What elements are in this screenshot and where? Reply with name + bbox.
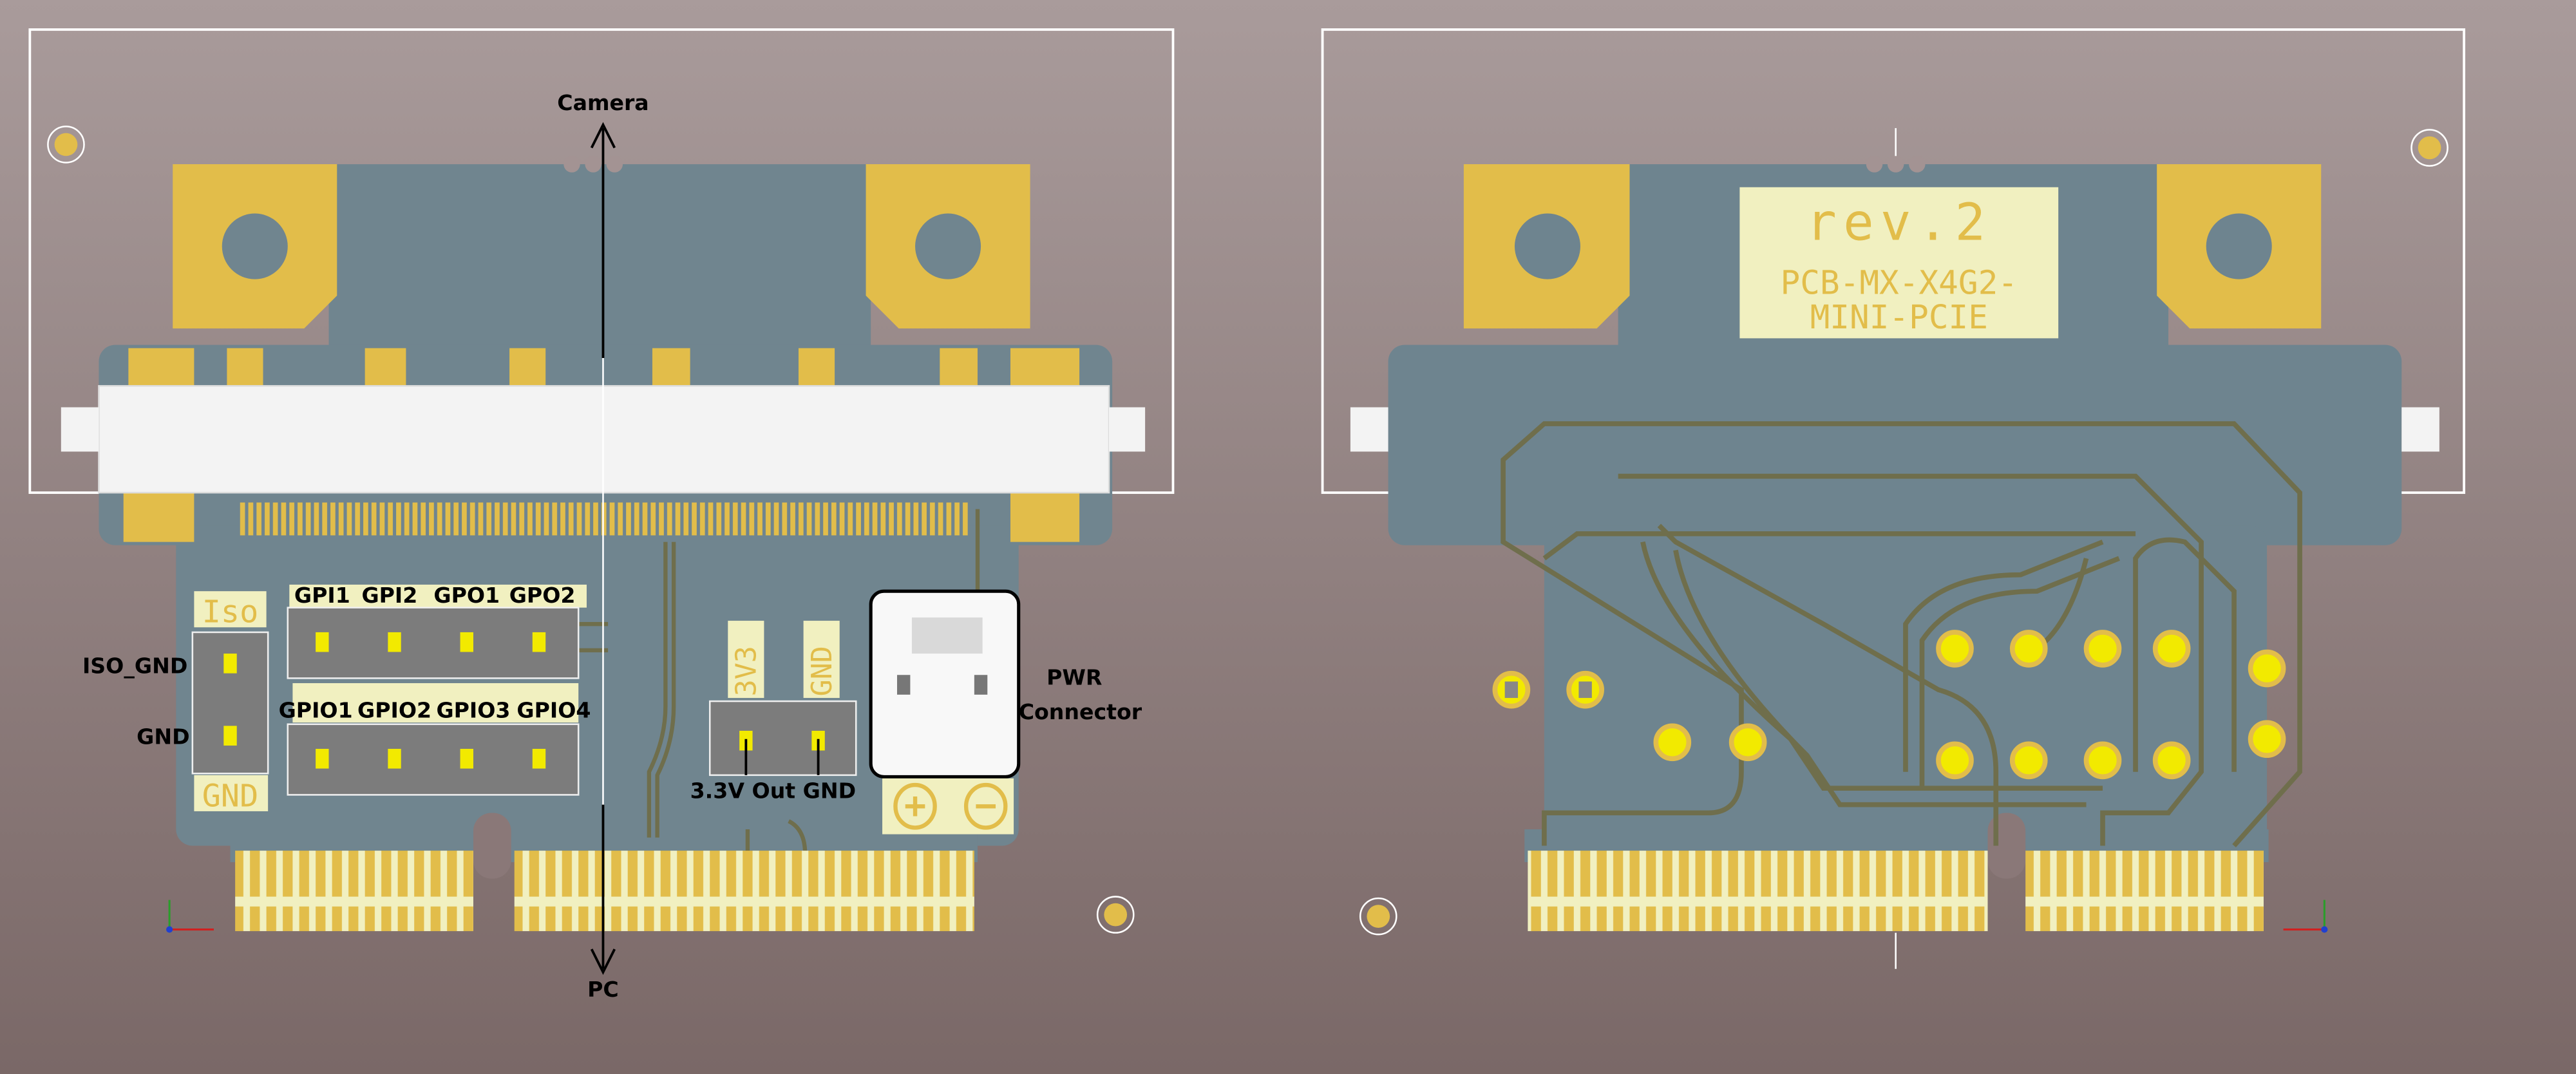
board-name-line2: MINI-PCIE — [1810, 299, 1988, 337]
minus-icon — [963, 782, 1008, 830]
board-name-line1: PCB-MX-X4G2- — [1781, 265, 2018, 303]
header-pins — [316, 749, 546, 769]
smd-pads — [123, 348, 1080, 542]
plus-icon — [893, 782, 937, 830]
mounting-hole — [47, 126, 85, 164]
svg-text:GPI1: GPI1 — [294, 583, 350, 608]
fine-pitch-pins — [238, 493, 970, 542]
gnd2-silk: GND — [806, 646, 838, 696]
mounting-hole-pad — [54, 133, 78, 156]
back-board: rev.2 PCB-MX-X4G2- MINI-PCIE — [1321, 28, 2466, 969]
rev-text: rev.2 — [1806, 193, 1992, 252]
connector-label: Connector — [1019, 699, 1142, 724]
svg-text:GPIO3: GPIO3 — [436, 698, 510, 723]
svg-text:GPO2: GPO2 — [509, 583, 576, 608]
v33-silk: 3V3 — [731, 646, 763, 696]
gpi-gpo-header[interactable] — [287, 607, 580, 679]
pc-label: PC — [587, 977, 619, 1002]
edge-connector-left — [235, 851, 473, 932]
edge-connector-left — [1528, 851, 1988, 932]
iso-header[interactable] — [191, 631, 269, 775]
direction-arrow — [590, 122, 616, 975]
front-board: Iso GND ISO_GND GND GPI1 GPI2 GPO1 GPO2 … — [28, 28, 1175, 1002]
mounting-hole — [2410, 129, 2448, 167]
svg-text:GPI2: GPI2 — [361, 583, 417, 608]
pwr-label: PWR — [1046, 665, 1102, 690]
camera-label: Camera — [557, 90, 649, 115]
gnd-label: GND — [137, 724, 189, 749]
mounting-hole-pad — [1104, 903, 1128, 927]
iso-silk: Iso — [202, 594, 258, 630]
axis-icon — [166, 900, 214, 933]
svg-text:GPIO2: GPIO2 — [357, 698, 431, 723]
mounting-hole — [1359, 897, 1397, 936]
traces — [578, 509, 980, 854]
edge-connector-right — [2025, 851, 2264, 932]
gpio-header[interactable] — [287, 723, 580, 796]
axis-icon — [2283, 900, 2328, 933]
gpi-labels: GPI1 GPI2 GPO1 GPO2 — [294, 583, 576, 608]
svg-text:GPIO4: GPIO4 — [516, 698, 591, 723]
gpio-labels: GPIO1 GPIO2 GPIO3 GPIO4 — [279, 698, 591, 723]
header-pins — [316, 632, 546, 652]
mounting-hole — [1096, 896, 1135, 934]
iso-gnd-label: ISO_GND — [82, 654, 187, 679]
svg-text:GPIO1: GPIO1 — [279, 698, 353, 723]
revision-label — [1739, 187, 2059, 339]
out-label: 3.3V Out GND — [690, 778, 857, 804]
edge-connector-right — [514, 851, 974, 932]
through-hole-pads — [1492, 630, 2286, 780]
gnd-silk: GND — [202, 778, 258, 814]
svg-text:GPO1: GPO1 — [433, 583, 500, 608]
power-out-header[interactable] — [708, 700, 857, 777]
